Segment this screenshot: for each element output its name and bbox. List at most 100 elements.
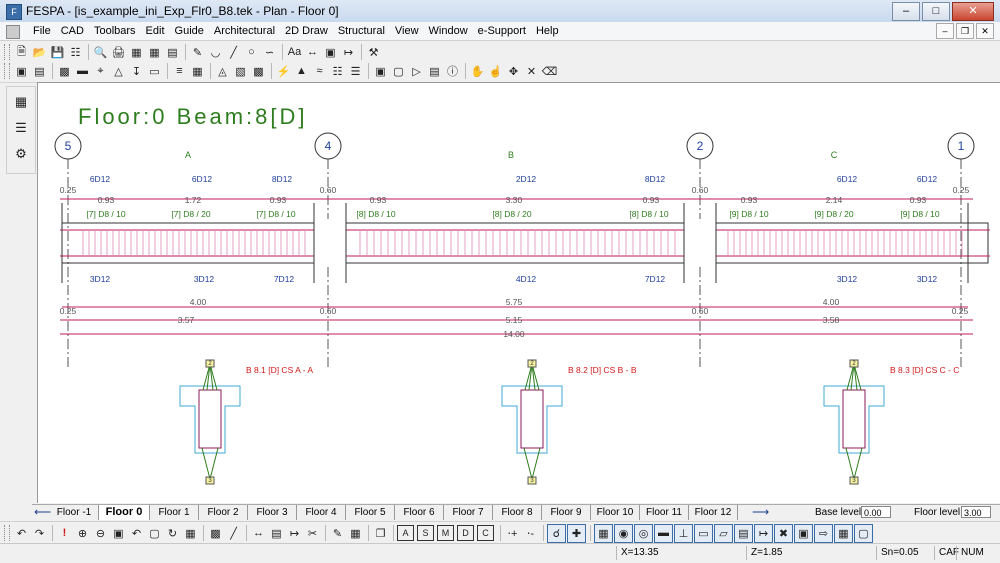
tab-floor[interactable]: Floor -1 (50, 505, 99, 520)
snap-tangent-icon[interactable]: ◎ (634, 523, 653, 543)
circle-icon[interactable]: ○ (248, 46, 255, 58)
beam-drawing[interactable]: Floor:0 Beam:8[D] 5 4 2 1 A B C (38, 83, 1000, 503)
tab-floor[interactable]: Floor 11 (640, 505, 689, 520)
pan-hand-icon[interactable]: ✋ (470, 65, 485, 78)
tab-floor[interactable]: Floor 5 (346, 505, 395, 520)
mode-c-button[interactable]: C (477, 525, 494, 541)
lock-icon[interactable]: ☌ (547, 523, 566, 543)
regenerate-icon[interactable]: ↻ (167, 527, 178, 540)
measure-distance-icon[interactable]: ↦ (289, 527, 300, 540)
menu-view[interactable]: View (394, 25, 419, 37)
report-icon[interactable]: ▤ (429, 65, 440, 78)
alert-icon[interactable]: ! (62, 527, 67, 539)
tab-floor[interactable]: Floor 10 (591, 505, 640, 520)
zoom-window-icon[interactable]: ▣ (113, 527, 124, 540)
measure-icon[interactable]: ↦ (343, 46, 354, 59)
settings-icon[interactable]: ⚙ (15, 146, 27, 161)
detail-icon[interactable]: ☰ (350, 65, 361, 78)
menu-e-support[interactable]: e-Support (477, 25, 526, 37)
tab-floor[interactable]: Floor 3 (248, 505, 297, 520)
table-grid-icon[interactable]: ▦ (350, 527, 361, 540)
slab-icon[interactable]: ▭ (149, 65, 160, 78)
frame-icon[interactable]: ◬ (218, 65, 227, 78)
mode-d-button[interactable]: D (457, 525, 474, 541)
foundation-icon[interactable]: ▩ (253, 65, 264, 78)
snap-intersection-icon[interactable]: ✖ (774, 523, 793, 543)
floor-level-field[interactable]: 3.00 (961, 506, 991, 518)
crosshair-icon[interactable]: ✚ (567, 523, 586, 543)
reinforcement-icon[interactable]: ☷ (332, 65, 343, 78)
menu-help[interactable]: Help (535, 25, 559, 37)
dimension-line-icon[interactable]: ↔ (253, 527, 264, 539)
mode-m-button[interactable]: M (437, 525, 454, 541)
tab-floor[interactable]: Floor 6 (395, 505, 444, 520)
mdi-minimize-button[interactable]: – (936, 23, 954, 39)
tab-floor[interactable]: Floor 12 (689, 505, 738, 520)
snap-window-icon[interactable]: ▢ (854, 523, 873, 543)
snap-midpoint-icon[interactable]: ⋅- (526, 527, 535, 540)
base-level-field[interactable]: 0.00 (861, 506, 891, 518)
floor-icon[interactable]: ▤ (34, 65, 45, 78)
select-icon[interactable]: ☝ (488, 65, 503, 78)
align-icon[interactable]: ≡ (176, 65, 183, 77)
close-button[interactable]: ✕ (952, 2, 994, 21)
tab-floor[interactable]: Floor 0 (99, 505, 150, 520)
menu-structural[interactable]: Structural (337, 25, 385, 37)
minimize-button[interactable]: – (892, 2, 920, 21)
menu-guide[interactable]: Guide (174, 25, 204, 37)
drawing-icon[interactable]: ▣ (375, 65, 386, 78)
redraw-icon[interactable]: ▦ (185, 527, 196, 540)
open-folder-icon[interactable]: 📂 (32, 46, 47, 59)
pencil-icon[interactable]: ✎ (192, 46, 203, 59)
menu-file[interactable]: File (33, 25, 51, 37)
snap-extension-icon[interactable]: ↦ (754, 523, 773, 543)
line-style-icon[interactable]: ╱ (230, 527, 237, 540)
mode-s-button[interactable]: S (417, 525, 434, 541)
print-preview-icon[interactable]: 🔍 (93, 46, 108, 59)
info-icon[interactable]: ⓘ (447, 66, 458, 78)
elevation-icon[interactable]: ▷ (412, 65, 421, 78)
trim-icon[interactable]: ✂ (307, 527, 318, 540)
dimension-icon[interactable]: ↔ (307, 46, 318, 58)
load-icon[interactable]: ↧ (131, 65, 142, 78)
snap-parallel-icon[interactable]: ▱ (714, 523, 733, 543)
tab-scroll-left-icon[interactable]: ⟵ (34, 505, 52, 519)
move-icon[interactable]: ✥ (508, 65, 519, 78)
section-icon[interactable]: ▢ (393, 65, 404, 78)
toolbar-grip[interactable] (4, 44, 10, 60)
arc-icon[interactable]: ◡ (210, 46, 221, 59)
mdi-restore-button[interactable]: ❐ (956, 23, 974, 39)
layer-icon[interactable]: ▩ (210, 527, 221, 540)
import-cad-icon[interactable]: ☷ (70, 46, 81, 59)
drawing-canvas[interactable]: Floor:0 Beam:8[D] 5 4 2 1 A B C (37, 82, 1000, 503)
snap-node-icon[interactable]: ◉ (614, 523, 633, 543)
print-icon[interactable]: 🖨 (111, 46, 126, 59)
line-icon[interactable]: ╱ (230, 46, 237, 59)
redo-icon[interactable]: ↷ (34, 527, 45, 540)
hatch-icon[interactable]: ▦ (834, 523, 853, 543)
column-icon[interactable]: ▩ (59, 65, 70, 78)
table-icon[interactable]: ▤ (167, 46, 178, 59)
menu-edit[interactable]: Edit (145, 25, 165, 37)
save-icon[interactable]: 💾 (50, 46, 65, 59)
tab-floor[interactable]: Floor 1 (150, 505, 199, 520)
tab-floor[interactable]: Floor 2 (199, 505, 248, 520)
polyline-icon[interactable]: ∽ (264, 46, 275, 59)
layers-icon[interactable]: ▦ (131, 46, 142, 59)
snap-text-icon[interactable]: ▤ (734, 523, 753, 543)
toolbar-grip[interactable] (4, 63, 10, 79)
menu-2d-draw[interactable]: 2D Draw (285, 25, 328, 37)
copy-icon[interactable]: ❐ (375, 527, 386, 540)
document-icon[interactable] (6, 25, 20, 39)
snap-perpendicular-icon[interactable]: ⊥ (674, 523, 693, 543)
mode-a-button[interactable]: A (397, 525, 414, 541)
properties-icon[interactable]: ✎ (332, 527, 343, 540)
menu-window[interactable]: Window (428, 25, 468, 37)
undo-icon[interactable]: ↶ (16, 527, 27, 540)
menu-toolbars[interactable]: Toolbars (93, 25, 136, 37)
menu-cad[interactable]: CAD (60, 25, 84, 37)
maximize-button[interactable]: □ (922, 2, 950, 21)
snap-center-icon[interactable]: ▣ (794, 523, 813, 543)
support-icon[interactable]: △ (114, 65, 123, 78)
select-window-icon[interactable]: ▦ (14, 94, 28, 109)
